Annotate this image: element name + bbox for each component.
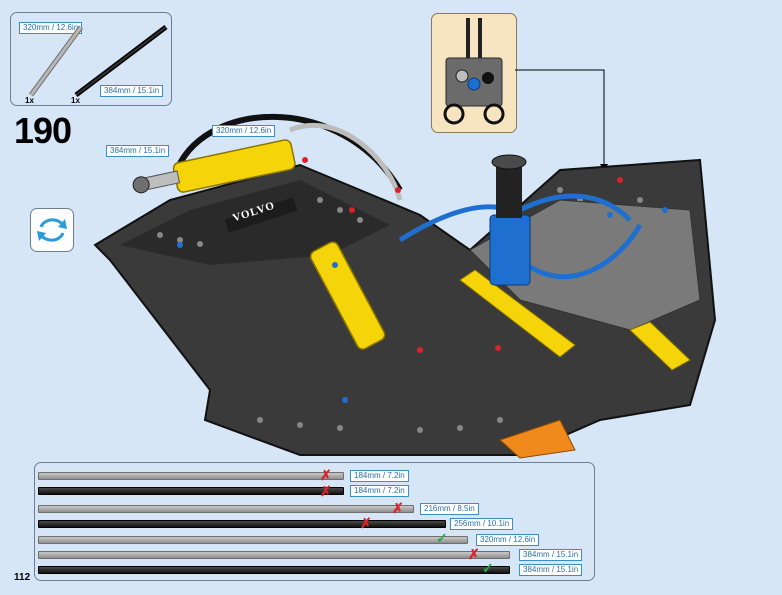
ruler-axle-row-6 <box>38 551 510 559</box>
ruler-axle-row-2 <box>38 487 344 495</box>
cross-mark-icon: ✗ <box>320 483 332 499</box>
cross-mark-icon: ✗ <box>392 500 404 516</box>
cross-mark-icon: ✗ <box>320 467 332 483</box>
flex-axle-parts-graphic <box>28 25 168 97</box>
ruler-label-row-4: 256mm / 10.1in <box>450 518 514 530</box>
check-mark-icon: ✓ <box>436 530 448 546</box>
ruler-axle-row-4 <box>38 520 446 528</box>
ruler-label-row-1: 184mm / 7.2in <box>350 470 409 482</box>
ruler-label-row-6: 384mm / 15.1in <box>519 549 583 561</box>
model-tube-label-384: 384mm / 15.1in <box>106 145 170 157</box>
ruler-label-row-2: 184mm / 7.2in <box>350 485 409 497</box>
ruler-axle-row-5 <box>38 536 468 544</box>
part-quantity-black: 1x <box>71 96 80 105</box>
step-number: 190 <box>14 110 72 151</box>
ruler-axle-row-7 <box>38 566 510 574</box>
cross-mark-icon: ✗ <box>468 546 480 562</box>
part-quantity-grey: 1x <box>25 96 34 105</box>
subassembly-callout <box>431 13 517 133</box>
page-number: 112 <box>14 572 31 583</box>
ruler-label-row-7: 384mm / 15.1in <box>519 564 583 576</box>
ruler-axle-row-1 <box>38 472 344 480</box>
ruler-label-row-5: 320mm / 12.6in <box>476 534 540 546</box>
part-length-label-black: 384mm / 15.1in <box>100 85 164 97</box>
rotate-model-icon <box>30 208 74 252</box>
model-tube-label-320: 320mm / 12.6in <box>212 125 276 137</box>
ruler-axle-row-3 <box>38 505 414 513</box>
check-mark-icon: ✓ <box>482 560 494 576</box>
parts-callout-box: 320mm / 12.6in 384mm / 15.1in 1x 1x <box>10 12 172 106</box>
axle-connector-detail-graphic <box>443 18 505 125</box>
cross-mark-icon: ✗ <box>360 515 372 531</box>
ruler-label-row-3: 216mm / 8.5in <box>420 503 479 515</box>
